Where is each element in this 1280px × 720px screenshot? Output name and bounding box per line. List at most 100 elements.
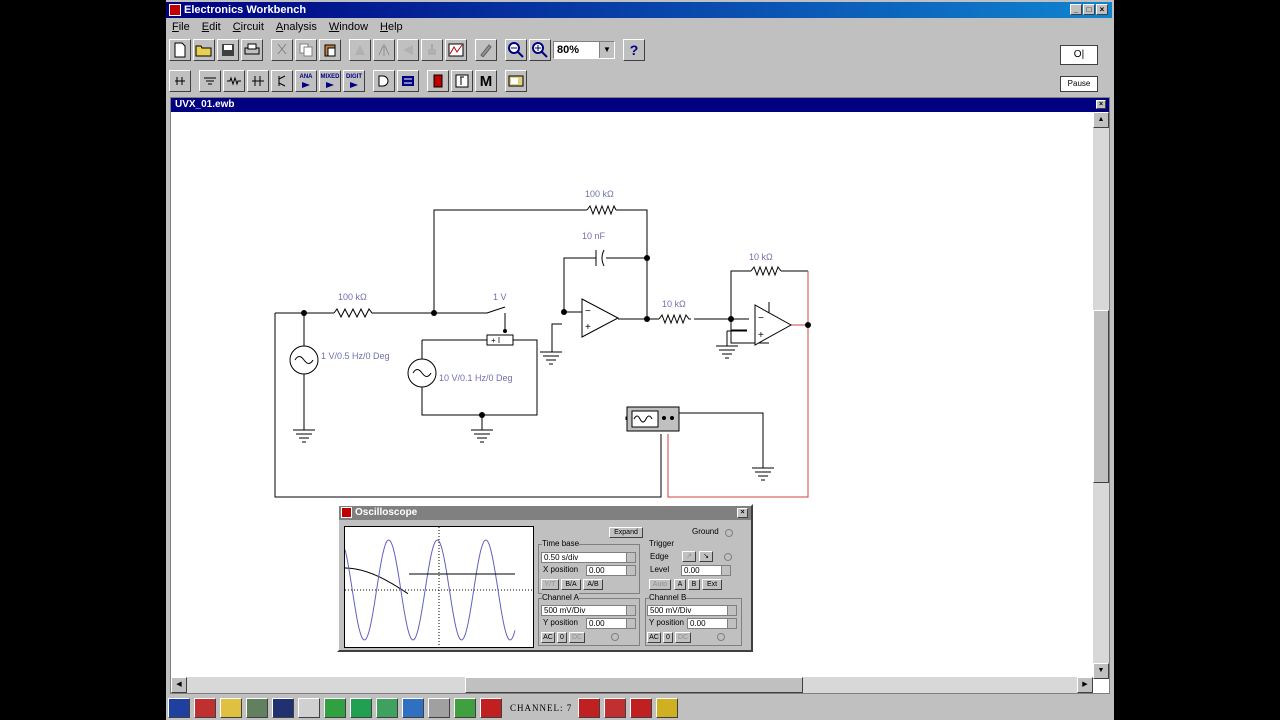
help-button[interactable]: ? <box>623 39 645 61</box>
subcircuit-button[interactable] <box>421 39 443 61</box>
indicators-bin-button[interactable] <box>427 70 449 92</box>
opamp-inverter[interactable]: −+ <box>754 304 793 346</box>
document-icon[interactable] <box>298 697 320 718</box>
resistor-input[interactable] <box>333 307 374 319</box>
mode-yt-button[interactable]: Y/T <box>541 579 559 590</box>
time-base-field[interactable]: 0.50 s/div <box>541 552 636 563</box>
menu-file[interactable]: File <box>172 21 190 33</box>
scroll-up-button[interactable]: ▲ <box>1093 112 1109 128</box>
scroll-down-button[interactable]: ▼ <box>1093 663 1109 679</box>
oscilloscope-instrument[interactable] <box>626 406 680 432</box>
digital-ics-bin-button[interactable]: DIGIT <box>343 70 365 92</box>
channel-b-y-position-field[interactable]: 0.00 <box>687 618 737 629</box>
copy-button[interactable] <box>295 39 317 61</box>
arrow-right-icon[interactable] <box>630 697 653 718</box>
logic-gates-bin-button[interactable] <box>373 70 395 92</box>
vertical-scroll-thumb[interactable] <box>1093 310 1109 483</box>
horizontal-scroll-thumb[interactable] <box>465 677 803 693</box>
channel-b-scale-field[interactable]: 500 mV/Div <box>647 605 737 616</box>
monitor-icon[interactable] <box>272 697 294 718</box>
menu-analysis[interactable]: Analysis <box>275 21 317 33</box>
ac-source-2[interactable] <box>407 358 437 388</box>
mode-ba-button[interactable]: B/A <box>561 579 581 590</box>
channel-b-zero-button[interactable]: 0 <box>663 632 673 643</box>
print-button[interactable] <box>241 39 263 61</box>
mixed-ics-bin-button[interactable]: MIXED <box>319 70 341 92</box>
scroll-right-button[interactable]: ▶ <box>1077 677 1093 693</box>
arrow-left-icon[interactable] <box>578 697 601 718</box>
resistor-stage2-in[interactable] <box>658 313 691 325</box>
basic-bin-button[interactable] <box>223 70 245 92</box>
resistor-stage2-fb[interactable] <box>750 265 782 277</box>
menu-window[interactable]: Window <box>328 21 369 33</box>
channel-b-terminal[interactable] <box>717 633 725 641</box>
new-file-button[interactable] <box>169 39 191 61</box>
maximize-button[interactable]: □ <box>1083 4 1095 15</box>
power-icon[interactable] <box>168 697 190 718</box>
trigger-terminal[interactable] <box>724 553 732 561</box>
trigger-auto-button[interactable]: Auto <box>649 579 671 590</box>
miscellaneous-bin-button[interactable]: M <box>475 70 497 92</box>
meter-icon[interactable] <box>376 697 398 718</box>
paste-button[interactable] <box>319 39 341 61</box>
horizontal-scrollbar[interactable]: ◀ ▶ <box>171 677 1093 693</box>
chart-icon[interactable] <box>656 697 679 718</box>
cut-button[interactable] <box>271 39 293 61</box>
minimize-button[interactable]: _ <box>1070 4 1082 15</box>
open-file-button[interactable] <box>193 39 215 61</box>
switch[interactable]: + I <box>486 334 514 346</box>
channel-a-ac-button[interactable]: AC <box>541 632 555 643</box>
level-bars-icon[interactable] <box>480 697 502 718</box>
vertical-scrollbar[interactable]: ▲ ▼ <box>1093 112 1109 679</box>
zoom-select[interactable]: 80%▼ <box>553 41 615 59</box>
trigger-b-button[interactable]: B <box>688 579 700 590</box>
channel-b-ac-button[interactable]: AC <box>647 632 661 643</box>
favorites-bin-button[interactable] <box>169 70 191 92</box>
zoom-in-button[interactable] <box>529 39 551 61</box>
analog-ics-bin-button[interactable]: ANA <box>295 70 317 92</box>
menu-edit[interactable]: Edit <box>201 21 221 33</box>
digital-bin-button[interactable] <box>397 70 419 92</box>
scroll-left-button[interactable]: ◀ <box>171 677 187 693</box>
pause-button[interactable]: Pause <box>1060 76 1098 92</box>
resistor-feedback[interactable] <box>586 204 617 216</box>
battery-icon[interactable] <box>350 697 372 718</box>
diodes-bin-button[interactable] <box>247 70 269 92</box>
instruments-bin-button[interactable] <box>505 70 527 92</box>
ground-terminal[interactable] <box>725 529 733 537</box>
flip-vertical-button[interactable] <box>397 39 419 61</box>
flip-horizontal-button[interactable] <box>373 39 395 61</box>
edge-rising-button[interactable]: ↗ <box>682 551 696 562</box>
channel-b-dc-button[interactable]: DC <box>675 632 691 643</box>
channel-a-dc-button[interactable]: DC <box>569 632 585 643</box>
help-icon[interactable] <box>194 697 216 718</box>
channel-a-scale-field[interactable]: 500 mV/Div <box>541 605 636 616</box>
expand-button[interactable]: Expand <box>609 527 643 538</box>
channel-a-terminal[interactable] <box>611 633 619 641</box>
edge-falling-button[interactable]: ↘ <box>699 551 713 562</box>
network-icon[interactable] <box>402 697 424 718</box>
transistors-bin-button[interactable] <box>271 70 293 92</box>
trigger-a-button[interactable]: A <box>674 579 686 590</box>
ac-source-1[interactable] <box>289 345 319 375</box>
save-button[interactable] <box>217 39 239 61</box>
power-switch[interactable]: O| <box>1060 45 1098 65</box>
close-button[interactable]: × <box>1096 4 1108 15</box>
oscilloscope-close-button[interactable]: × <box>737 508 748 518</box>
mode-ab-button[interactable]: A/B <box>583 579 603 590</box>
controls-bin-button[interactable] <box>451 70 473 92</box>
trigger-ext-button[interactable]: Ext <box>702 579 722 590</box>
trigger-level-field[interactable]: 0.00 <box>681 565 731 576</box>
speaker-icon[interactable] <box>428 697 450 718</box>
capacitor-feedback[interactable] <box>595 249 605 267</box>
circuit-canvas[interactable]: −+ −+ + I <box>171 112 1093 692</box>
sources-bin-button[interactable] <box>199 70 221 92</box>
channel-a-y-position-field[interactable]: 0.00 <box>586 618 636 629</box>
x-position-field[interactable]: 0.00 <box>586 565 636 576</box>
document-close-button[interactable]: × <box>1096 100 1106 109</box>
grid-icon[interactable] <box>604 697 627 718</box>
rotate-button[interactable] <box>349 39 371 61</box>
signal-bars-icon[interactable] <box>454 697 476 718</box>
opamp-integrator[interactable]: −+ <box>581 298 620 338</box>
menu-help[interactable]: Help <box>380 21 403 33</box>
